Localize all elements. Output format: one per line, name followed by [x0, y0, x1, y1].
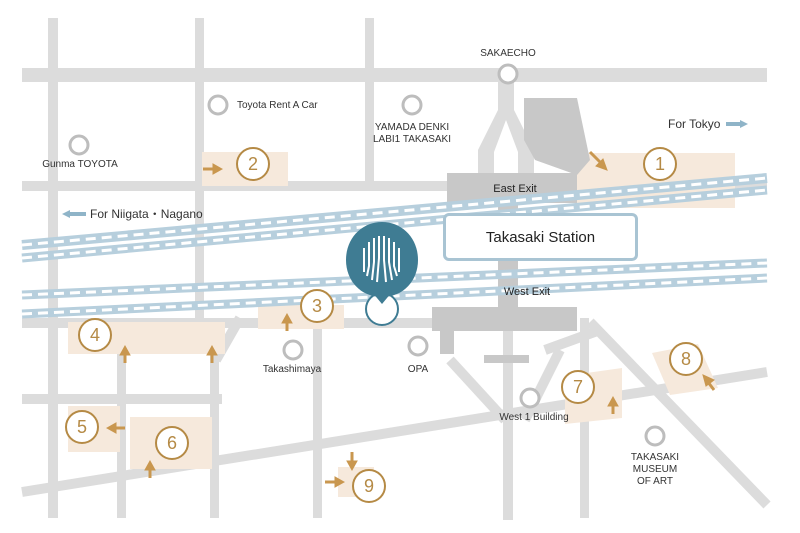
road	[21, 367, 768, 497]
road	[117, 328, 126, 518]
arrow-to-7	[607, 395, 619, 414]
direction-arrows	[105, 150, 716, 488]
road	[22, 68, 767, 82]
arrow-right-icon	[726, 120, 749, 128]
road	[195, 18, 204, 328]
circle-marker-icon	[407, 335, 429, 357]
railway	[21, 173, 768, 250]
arrow-to-5	[105, 422, 125, 434]
marker-1[interactable]: 1	[643, 147, 677, 181]
marker-6[interactable]: 6	[155, 426, 189, 460]
circle-marker-icon	[282, 339, 304, 361]
road	[503, 262, 513, 520]
label-west-1-building: West 1 Building	[499, 412, 569, 423]
label-sakaecho: SAKAECHO	[480, 48, 536, 59]
circle-marker-icon	[519, 387, 541, 409]
label-toyota-rent-a-car: Toyota Rent A Car	[237, 100, 318, 111]
road	[313, 328, 322, 518]
marker-7[interactable]: 7	[561, 370, 595, 404]
road	[22, 181, 767, 191]
road	[210, 328, 219, 518]
railway	[21, 185, 768, 263]
label-yamada-denki: YAMADA DENKI	[374, 122, 450, 133]
east-exit-label: East Exit	[493, 183, 537, 195]
arrow-to-9	[346, 452, 358, 472]
west-exit-label: West Exit	[503, 286, 551, 298]
circle-marker-icon	[401, 94, 423, 116]
circle-marker-icon	[68, 134, 90, 156]
location-pin-icon	[346, 222, 418, 326]
circle-marker-icon	[207, 94, 229, 116]
label-takashimaya: Takashimaya	[262, 364, 322, 375]
marker-3[interactable]: 3	[300, 289, 334, 323]
label-gunma-toyota: Gunma TOYOTA	[42, 159, 118, 170]
label-labi1-takasaki: LABI1 TAKASAKI	[372, 134, 451, 145]
marker-4[interactable]: 4	[78, 318, 112, 352]
marker-9[interactable]: 9	[352, 469, 386, 503]
arrow-to-9	[325, 476, 346, 488]
arrow-to-6	[144, 459, 156, 478]
building	[484, 355, 529, 363]
road	[586, 318, 771, 509]
direction-for-niigata-nagano: For Niigata・Nagano	[62, 205, 203, 222]
building	[440, 330, 454, 354]
arrow-to-4	[119, 344, 131, 363]
building	[524, 98, 590, 175]
station-name-box: Takasaki Station	[443, 213, 638, 261]
arrow-left-icon	[62, 209, 86, 218]
marker-8[interactable]: 8	[669, 342, 703, 376]
road	[365, 18, 374, 183]
marker-5[interactable]: 5	[65, 410, 99, 444]
railways	[21, 173, 768, 319]
station-name: Takasaki Station	[485, 228, 596, 246]
label-takasaki: TAKASAKI	[630, 452, 680, 463]
arrow-to-3	[281, 312, 293, 331]
marker-2[interactable]: 2	[236, 147, 270, 181]
arrow-to-2	[203, 163, 224, 175]
circle-marker-icon	[497, 63, 519, 85]
circle-marker-icon	[644, 425, 666, 447]
landmark-markers	[68, 63, 666, 447]
road	[478, 76, 534, 180]
direction-label: For Tokyo	[668, 117, 721, 131]
arrow-to-4	[206, 344, 218, 363]
arrow-to-8	[702, 374, 716, 391]
label-museum: MUSEUM	[632, 464, 678, 475]
road	[48, 18, 58, 518]
direction-for-tokyo: For Tokyo	[668, 117, 749, 131]
railway	[21, 273, 768, 319]
road	[543, 325, 602, 355]
road	[446, 356, 509, 424]
arrow-to-1	[588, 150, 608, 171]
label-of-art: OF ART	[637, 476, 673, 487]
label-opa: OPA	[407, 364, 429, 375]
west-exit-building	[432, 307, 577, 331]
direction-label: For Niigata・Nagano	[90, 207, 203, 221]
